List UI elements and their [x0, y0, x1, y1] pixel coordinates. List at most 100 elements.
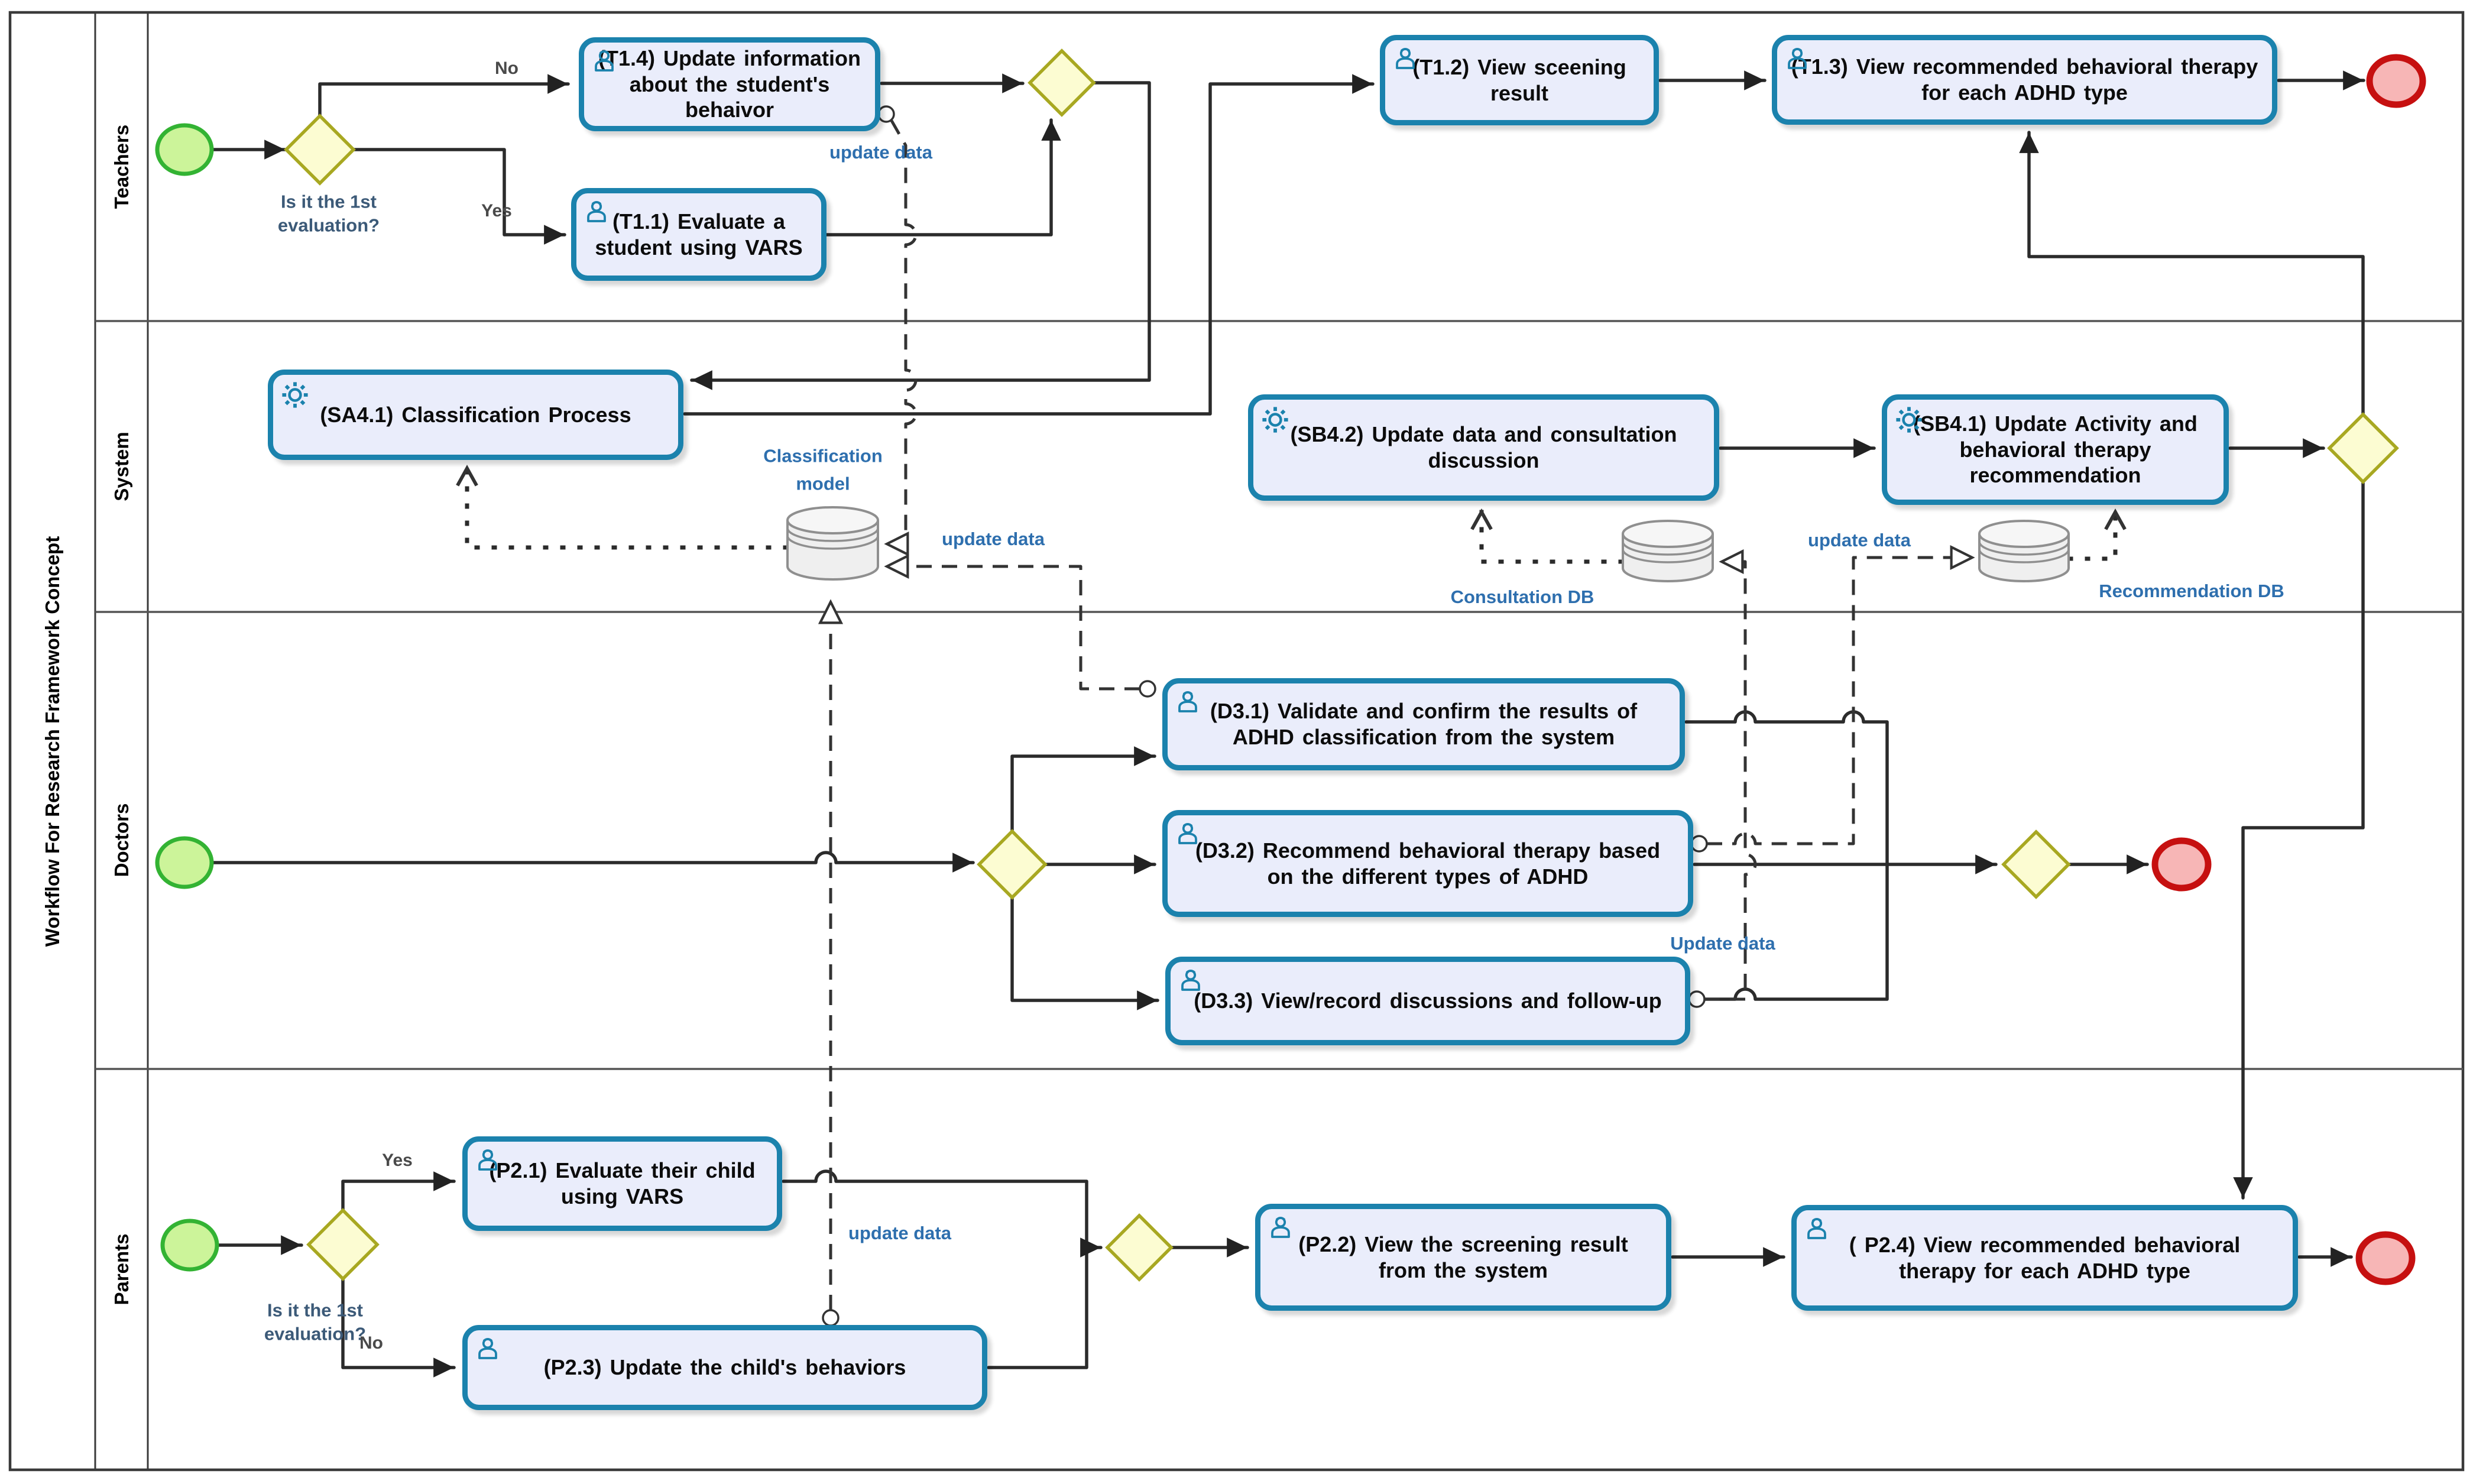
start-event-teachers [155, 123, 214, 176]
task-d32-label: (D3.2) Recommend behavioral therapy base… [1195, 838, 1661, 889]
task-p24: ( P2.4) View recommended behavioral ther… [1791, 1205, 2298, 1311]
end-event-teachers [2366, 54, 2426, 108]
task-t11-label: (T1.1) Evaluate a student using VARS [595, 209, 803, 260]
flow-t11-to-merge-gateway [825, 118, 1061, 236]
task-p23-label: (P2.3) Update the child's behaviors [543, 1355, 906, 1380]
assoc-source-dot-d33 [1688, 990, 1706, 1008]
task-p22: (P2.2) View the screening result from th… [1255, 1204, 1671, 1311]
label-update-data-teachers: update data [829, 142, 932, 163]
user-icon [1391, 44, 1419, 73]
user-icon [474, 1334, 502, 1363]
flow-teachers-yes-to-t11 [352, 148, 566, 245]
start-event-doctors [155, 836, 214, 889]
user-icon [582, 197, 611, 226]
assoc-t14-to-classification-db [884, 119, 918, 557]
gear-icon [1259, 404, 1291, 436]
flow-p21-to-merge [782, 1169, 1088, 1249]
flow-system-gateway-to-p24 [2233, 481, 2365, 1200]
pool-frame [8, 11, 2465, 1472]
gateway-question-teachers: Is it the 1st evaluation? [277, 191, 380, 236]
label-consultation-db: Consultation DB [1450, 587, 1594, 607]
flow-sa41-to-t12 [683, 74, 1375, 416]
assoc-consultation-db-to-sb42 [1470, 508, 1624, 564]
assoc-recommendation-db-to-sb41 [2067, 508, 2127, 561]
task-sb42: (SB4.2) Update data and consultation dis… [1248, 394, 1719, 501]
edge-label-no-parents: No [359, 1333, 383, 1353]
gear-icon [279, 379, 311, 411]
task-sb41: (SB4.1) Update Activity and behavioral t… [1882, 394, 2229, 505]
task-sa41-label: (SA4.1) Classification Process [320, 402, 631, 427]
edge-label-yes-parents: Yes [382, 1151, 413, 1170]
assoc-d31-to-classification-db [884, 553, 1140, 691]
flow-system-gateway-to-t13 [2019, 131, 2365, 415]
label-update-data-parents: update data [848, 1223, 951, 1243]
consultation-datastore [1622, 520, 1714, 582]
task-p21: (P2.1) Evaluate their child using VARS [462, 1136, 782, 1231]
user-icon [1783, 44, 1811, 73]
gear-icon [1893, 404, 1925, 436]
edge-label-yes-teachers: Yes [481, 201, 512, 221]
label-update-data-doctors: Update data [1670, 933, 1775, 954]
label-update-data-recommendation: update data [1808, 530, 1911, 550]
start-event-parents [160, 1219, 219, 1272]
gateway-teachers-merge [1028, 48, 1096, 117]
task-d33-label: (D3.3) View/record discussions and follo… [1194, 989, 1662, 1013]
task-p22-label: (P2.2) View the screening result from th… [1298, 1232, 1628, 1282]
end-event-doctors [2151, 837, 2212, 892]
user-icon [1176, 966, 1205, 994]
gateway-system [2327, 412, 2399, 484]
gateway-question-parents: Is it the 1st evaluation? [264, 1300, 367, 1344]
assoc-d33-to-consultation-db [1704, 549, 1757, 1001]
recommendation-datastore [1978, 520, 2070, 582]
user-icon [1174, 819, 1202, 848]
task-sb42-label: (SB4.2) Update data and consultation dis… [1290, 422, 1677, 472]
user-icon [474, 1146, 502, 1174]
gateway-doctors-merge [2001, 830, 2071, 899]
gateway-doctors-split [977, 829, 1048, 900]
pool-border [8, 11, 2465, 1472]
label-update-data-system: update data [942, 529, 1045, 549]
edge-label-no-teachers: No [495, 59, 518, 78]
assoc-source-dot-d32 [1690, 835, 1708, 853]
task-p21-label: (P2.1) Evaluate their child using VARS [489, 1158, 756, 1208]
label-recommendation-db: Recommendation DB [2099, 581, 2284, 601]
lane-label-system: System [111, 432, 132, 501]
assoc-source-dot-t14 [877, 105, 895, 123]
task-d31: (D3.1) Validate and confirm the results … [1162, 678, 1685, 770]
flow-doctors-start-to-gateway [210, 851, 975, 873]
task-sb41-label: (SB4.1) Update Activity and behavioral t… [1913, 411, 2197, 488]
task-t14-label: (T1.4) Update information about the stud… [598, 46, 861, 122]
task-p23: (P2.3) Update the child's behaviors [462, 1325, 987, 1410]
flow-parents-yes-to-p21 [341, 1171, 456, 1212]
assoc-source-dot-p23 [822, 1309, 840, 1327]
flow-teachers-no-to-t14 [318, 74, 570, 118]
task-p24-label: ( P2.4) View recommended behavioral ther… [1849, 1232, 2241, 1283]
assoc-d32-to-recommendation-db [1707, 545, 1975, 845]
lane-label-doctors: Doctors [111, 803, 132, 877]
flow-d31-to-merge [1684, 710, 1889, 866]
task-sa41: (SA4.1) Classification Process [268, 370, 683, 460]
classification-model-datastore [786, 506, 879, 581]
task-d31-label: (D3.1) Validate and confirm the results … [1210, 699, 1638, 749]
flow-parents-no-to-p23 [341, 1277, 456, 1378]
user-icon [590, 47, 618, 75]
flow-doctors-gateway-to-d33 [1010, 897, 1159, 1010]
lane-label-parents: Parents [111, 1233, 132, 1305]
assoc-source-dot-d31 [1139, 680, 1156, 698]
task-t12-label: (T1.2) View sceening result [1412, 54, 1626, 105]
user-icon [1174, 688, 1202, 716]
gateway-parents-merge [1105, 1213, 1174, 1282]
flow-merge-gateway-to-sa41 [690, 81, 1151, 390]
task-d32: (D3.2) Recommend behavioral therapy base… [1162, 810, 1693, 917]
flow-doctors-gateway-to-d31 [1010, 746, 1156, 832]
assoc-classification-db-to-sa41 [456, 464, 789, 550]
lane-label-teachers: Teachers [111, 124, 132, 209]
flow-p23-to-merge [987, 1246, 1088, 1369]
task-t14: (T1.4) Update information about the stud… [579, 37, 880, 131]
task-d33: (D3.3) View/record discussions and follo… [1165, 957, 1690, 1045]
label-classification-model-db: Classification model [763, 445, 883, 494]
task-t11: (T1.1) Evaluate a student using VARS [571, 188, 827, 281]
end-event-parents [2355, 1231, 2416, 1285]
